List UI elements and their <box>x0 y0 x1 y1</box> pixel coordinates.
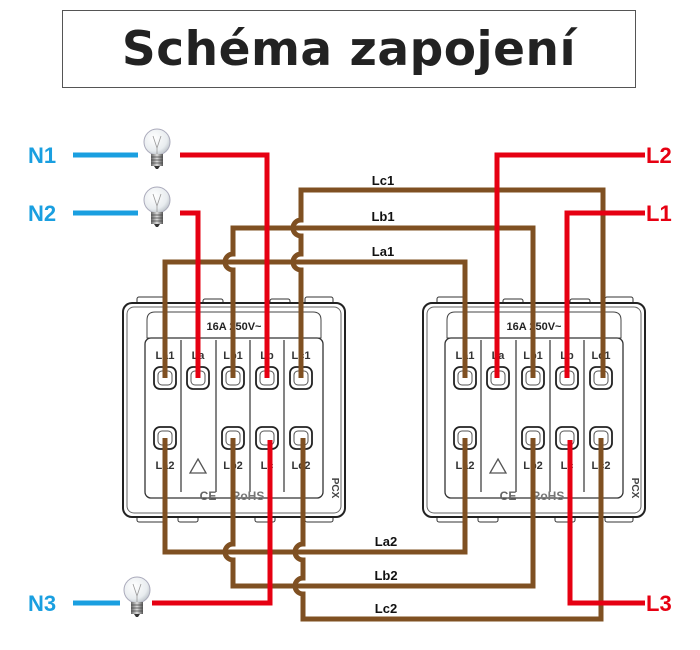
rohs-mark: RoHS <box>532 489 565 503</box>
wire-lc1 <box>290 187 606 378</box>
ce-mark: CE <box>500 489 517 503</box>
source-label-n3: N3 <box>28 591 56 616</box>
module-top-ridge <box>146 311 322 339</box>
wire-l3 <box>567 440 645 606</box>
wire-lb1 <box>222 225 536 378</box>
page-title: Schéma zapojení <box>121 21 577 77</box>
module-top-ridge <box>446 311 622 339</box>
screw-terminal <box>555 426 579 450</box>
recycle-icon <box>188 457 208 474</box>
wire-l1 <box>564 210 645 378</box>
wire-lc2 <box>292 438 604 622</box>
wire-la1 <box>162 259 468 378</box>
screw-terminal-inner <box>559 430 575 446</box>
wire-label-lb1: Lb1 <box>371 209 394 224</box>
rohs-mark: RoHS <box>232 489 265 503</box>
brand-logo: PCX <box>329 478 340 499</box>
title-box: Schéma zapojení <box>62 10 636 88</box>
light-bulb-icon <box>143 186 171 228</box>
wire-label-lc1: Lc1 <box>372 173 394 188</box>
brand-logo: PCX <box>629 478 640 499</box>
wire-lamp3-to-lc <box>152 440 273 606</box>
screw-terminal-inner <box>259 430 275 446</box>
wire-lamp1-to-lb <box>180 152 270 378</box>
wire-la2 <box>162 438 468 555</box>
wire-label-lb2: Lb2 <box>374 568 397 583</box>
recycle-icon <box>488 457 508 474</box>
source-label-l2: L2 <box>646 143 672 168</box>
source-label-l3: L3 <box>646 591 672 616</box>
ce-mark: CE <box>200 489 217 503</box>
source-label-l1: L1 <box>646 201 672 226</box>
wire-l2 <box>494 152 645 378</box>
wire-label-lc2: Lc2 <box>375 601 397 616</box>
light-bulb-icon <box>123 576 151 618</box>
wire-label-la2: La2 <box>375 534 397 549</box>
wire-lamp2-to-la <box>180 210 201 378</box>
source-label-n2: N2 <box>28 201 56 226</box>
wire-label-la1: La1 <box>372 244 394 259</box>
screw-terminal <box>255 426 279 450</box>
light-bulb-icon <box>143 128 171 170</box>
source-label-n1: N1 <box>28 143 56 168</box>
wire-lb2 <box>222 438 536 589</box>
